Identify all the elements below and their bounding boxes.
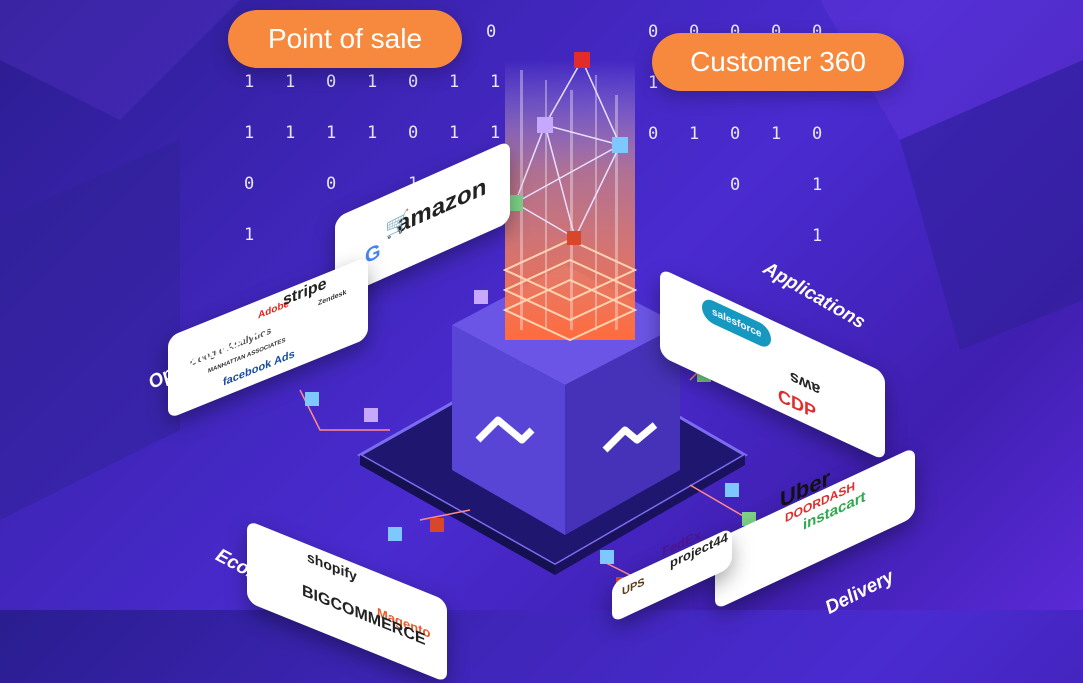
binary-digit: 1 — [490, 123, 500, 143]
binary-digit: 0 — [812, 124, 822, 144]
binary-digit: 0 — [648, 124, 658, 144]
binary-digit: 1 — [285, 72, 295, 92]
customer-360-label: Customer 360 — [652, 33, 904, 91]
point-of-sale-label: Point of sale — [228, 10, 462, 68]
binary-digit: 1 — [244, 123, 254, 143]
binary-digit: 0 — [648, 22, 658, 42]
binary-digit: 1 — [244, 72, 254, 92]
binary-digit: 1 — [367, 72, 377, 92]
binary-digit: 1 — [812, 226, 822, 246]
binary-digit: 1 — [449, 72, 459, 92]
binary-digit: 0 — [244, 174, 254, 194]
node-orange — [567, 231, 581, 245]
binary-digit: 1 — [326, 123, 336, 143]
binary-digit: 0 — [730, 175, 740, 195]
binary-digit-top: 0 — [486, 22, 496, 42]
binary-digit: 1 — [244, 225, 254, 245]
binary-digit: 0 — [730, 124, 740, 144]
data-beam — [505, 60, 635, 340]
node-red — [574, 52, 590, 68]
binary-digit: 1 — [285, 123, 295, 143]
binary-digit: 1 — [771, 124, 781, 144]
binary-digit: 1 — [490, 72, 500, 92]
binary-digit: 0 — [408, 72, 418, 92]
binary-digit: 1 — [812, 175, 822, 195]
binary-digit: 1 — [449, 123, 459, 143]
binary-digit: 1 — [367, 123, 377, 143]
data-platform-illustration — [0, 0, 1083, 610]
node-blue — [612, 137, 628, 153]
binary-digit: 0 — [408, 123, 418, 143]
ups-logo: UPS — [622, 576, 645, 599]
binary-digit: 0 — [326, 174, 336, 194]
binary-digit: 0 — [326, 72, 336, 92]
node-lilac — [537, 117, 553, 133]
binary-digit: 1 — [689, 124, 699, 144]
